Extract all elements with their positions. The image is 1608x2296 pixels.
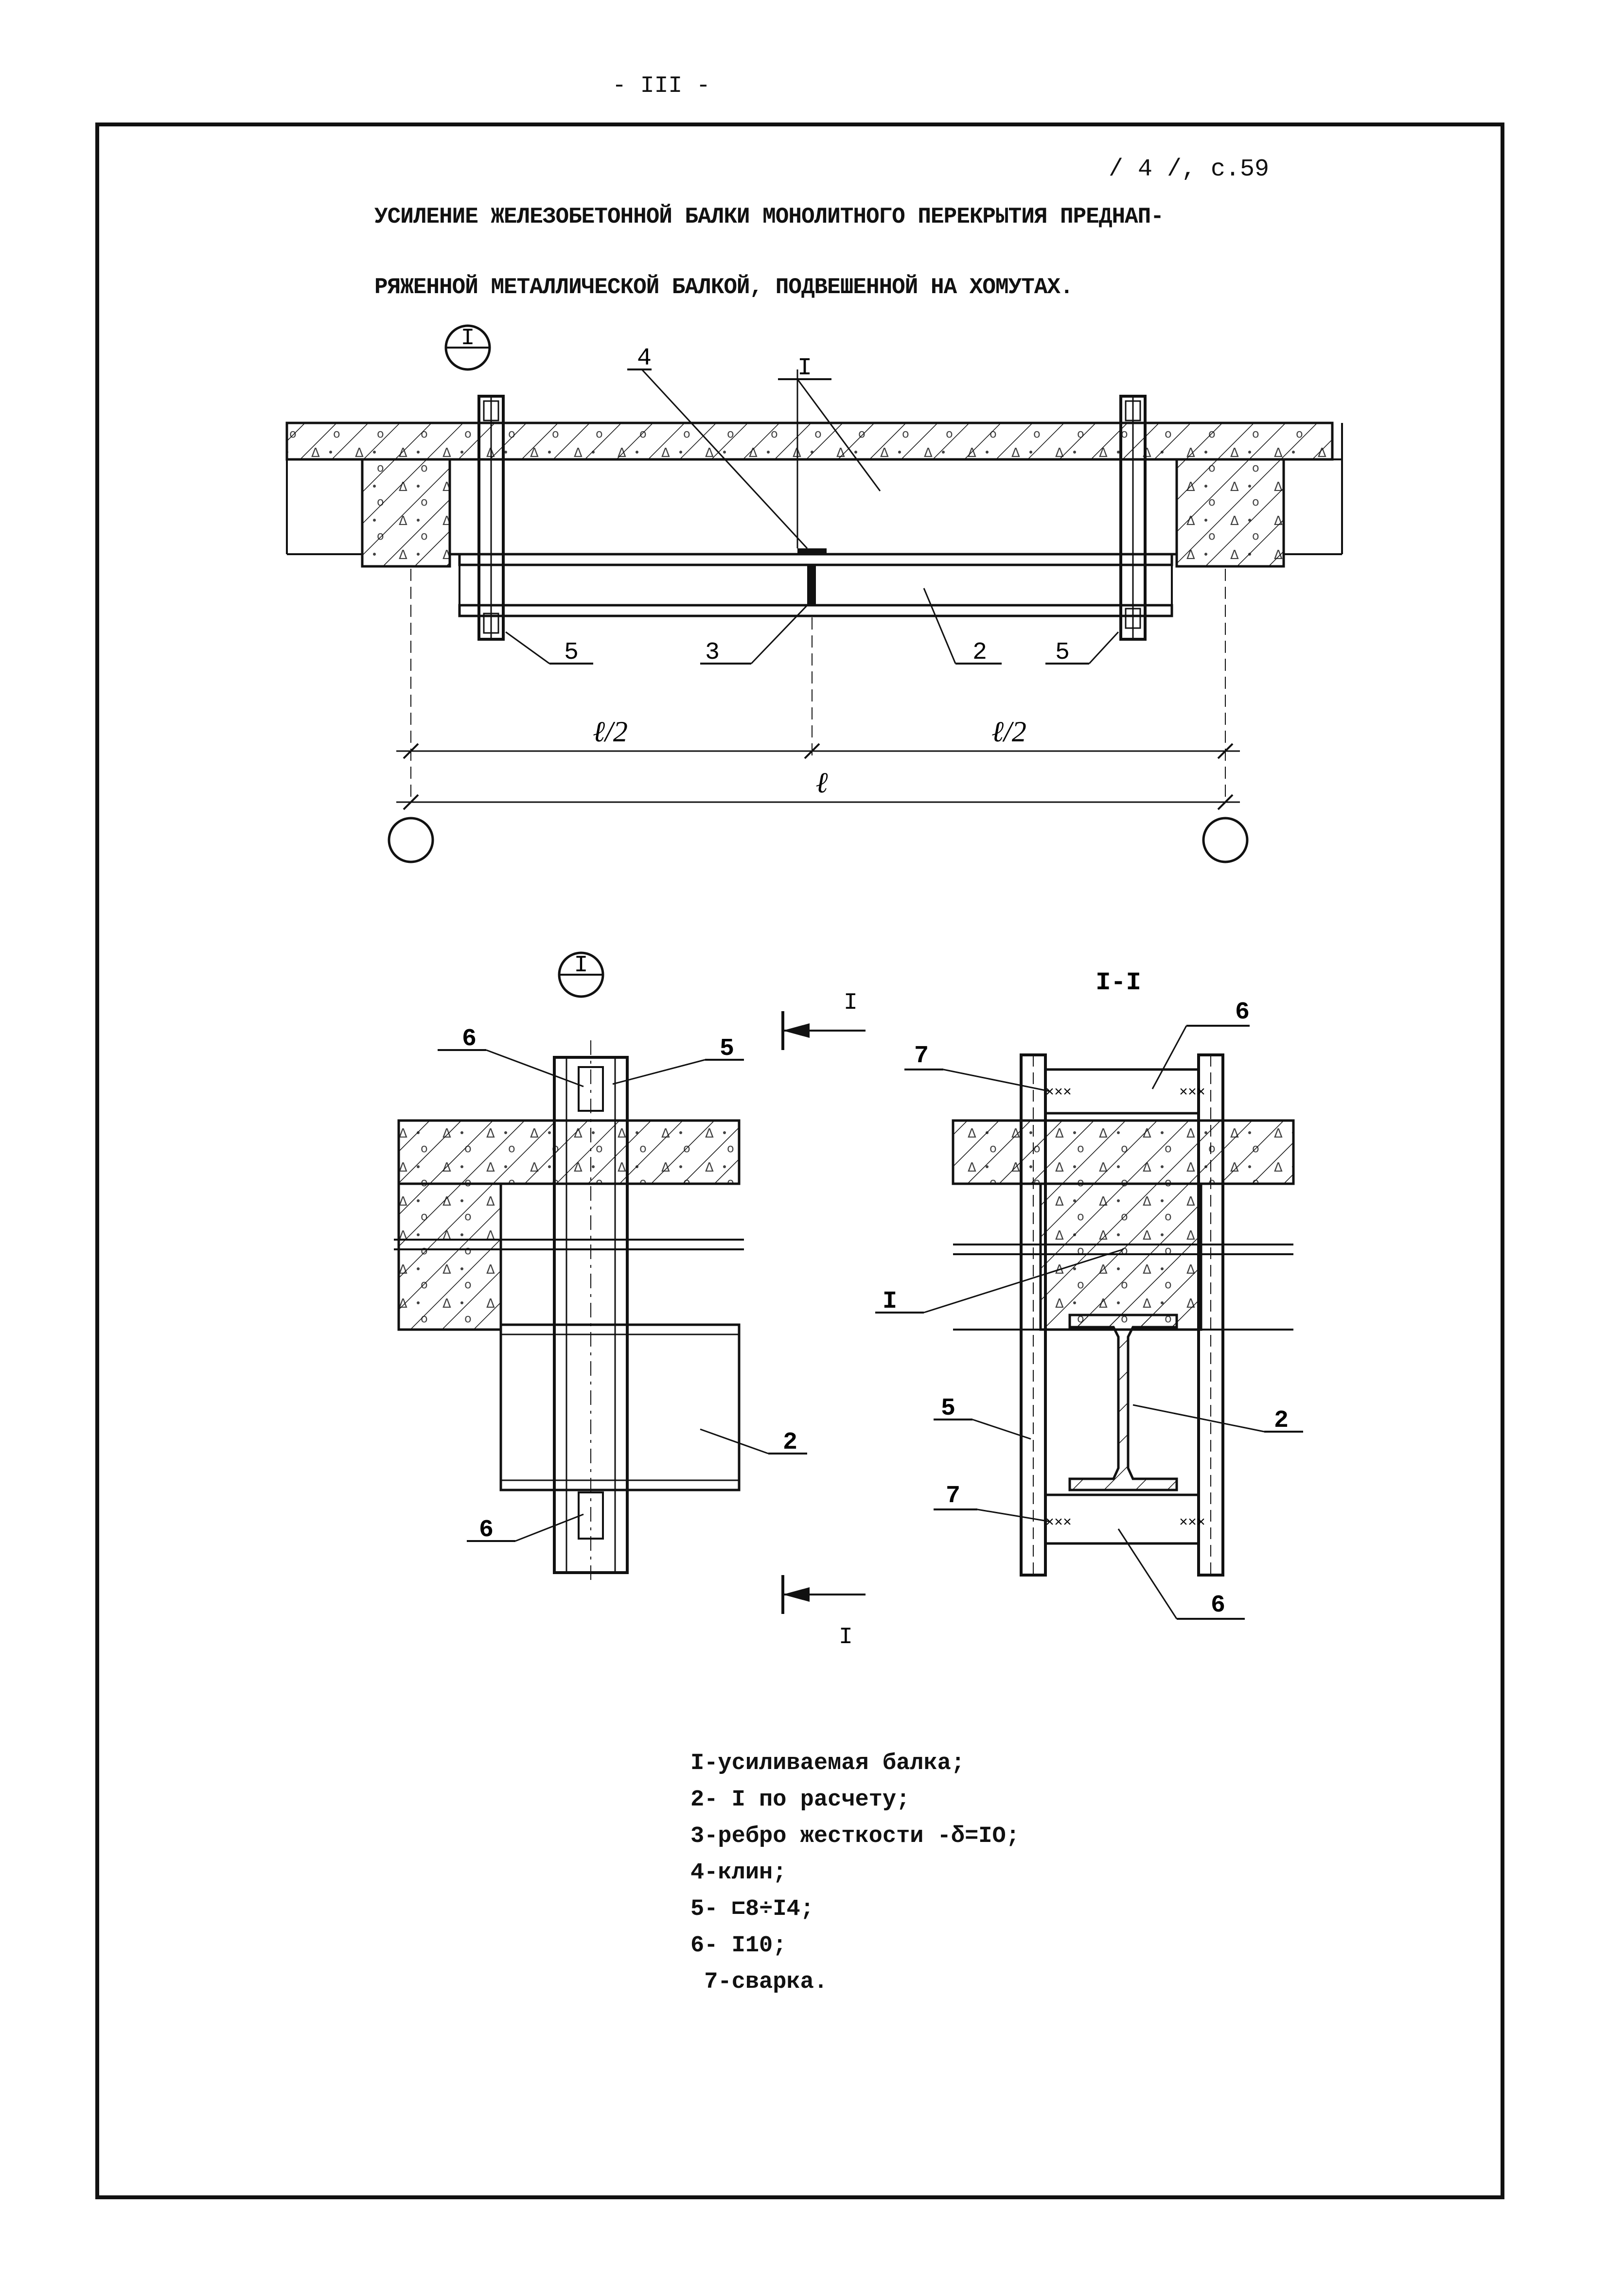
node-callout-2: 2 (783, 1429, 797, 1456)
legend-item-5: 5- ⊏8÷I4; (690, 1896, 814, 1922)
section-i-beam (1068, 1314, 1178, 1491)
node-callout-6-bottom: 6 (479, 1516, 494, 1544)
hanger-left (477, 395, 505, 641)
callout-5-right: 5 (1055, 639, 1070, 666)
section-callout-7-top: 7 (914, 1042, 929, 1070)
legend-item-1: I-усиливаемая балка; (690, 1751, 965, 1776)
section-callout-6-bottom: 6 (1211, 1592, 1225, 1619)
node-callout-5: 5 (720, 1035, 734, 1063)
node-callout-6-top: 6 (462, 1025, 477, 1053)
node-detail-mark-label: I (574, 952, 588, 979)
section-callout-5: 5 (941, 1395, 955, 1422)
node-detail-view: I 6 5 2 6 (394, 951, 866, 1650)
concrete-slab (285, 421, 1343, 568)
node-mark-label: I (461, 325, 475, 351)
legend-item-7: 7-сварка. (690, 1969, 828, 1995)
dim-half-right: ℓ/2 (991, 716, 1026, 748)
callout-3: 3 (705, 639, 720, 666)
callout-1: I (797, 354, 812, 382)
dim-half-left: ℓ/2 (593, 716, 628, 748)
node-mark-elevation: I (444, 324, 491, 371)
callout-4: 4 (637, 345, 652, 372)
axis-bubble-right (1202, 817, 1249, 863)
legend-item-4: 4-клин; (690, 1860, 787, 1886)
legend: I-усиливаемая балка; 2- I по расчету; 3-… (690, 1745, 1020, 2000)
drawing-frame (95, 123, 1504, 2199)
legend-item-2: 2- I по расчету; (690, 1787, 910, 1813)
cut-label-bottom: I (839, 1624, 853, 1650)
weld-mark: ××× (1045, 1085, 1072, 1101)
hanger-right (1119, 395, 1147, 641)
section-cut-bottom: I (781, 1575, 866, 1650)
weld-mark: ××× (1179, 1085, 1205, 1101)
node-mark-detail: I (558, 951, 604, 998)
span-dimensions (396, 569, 1240, 810)
source-reference: / 4 /, с.59 (1109, 156, 1270, 183)
axis-bubble-left (388, 817, 434, 863)
section-callout-7-bottom: 7 (946, 1482, 960, 1510)
stiffener-rib (807, 565, 816, 605)
section-cut-top: I (781, 990, 866, 1050)
dim-span: ℓ (816, 767, 828, 799)
wedge (797, 548, 827, 554)
page-number: - III - (612, 73, 710, 99)
drawing-title-line-1: УСИЛЕНИЕ ЖЕЛЕЗОБЕТОННОЙ БАЛКИ МОНОЛИТНОГ… (374, 204, 1164, 229)
weld-mark: ××× (1045, 1515, 1072, 1531)
section-view: I-I ××× ××× ××× ××× 6 7 (875, 968, 1303, 1620)
section-callout-2: 2 (1274, 1407, 1289, 1435)
section-callout-1: I (883, 1288, 897, 1315)
strengthened-beam (448, 458, 1178, 556)
legend-item-3: 3-ребро жесткости -δ=IO; (690, 1823, 1020, 1849)
weld-mark: ××× (1179, 1515, 1205, 1531)
section-title: I-I (1096, 968, 1141, 997)
legend-item-6: 6- I10; (690, 1933, 787, 1959)
node-steel-beam (499, 1323, 741, 1491)
callout-5-left: 5 (564, 639, 579, 666)
cut-label-top: I (844, 990, 858, 1016)
elevation-view: I 4 I 5 3 2 5 (285, 324, 1343, 863)
drawing-title-line-2: РЯЖЕННОЙ МЕТАЛЛИЧЕСКОЙ БАЛКОЙ, ПОДВЕШЕНН… (374, 275, 1074, 300)
section-callout-6-top: 6 (1235, 999, 1250, 1026)
callout-2: 2 (972, 639, 987, 666)
